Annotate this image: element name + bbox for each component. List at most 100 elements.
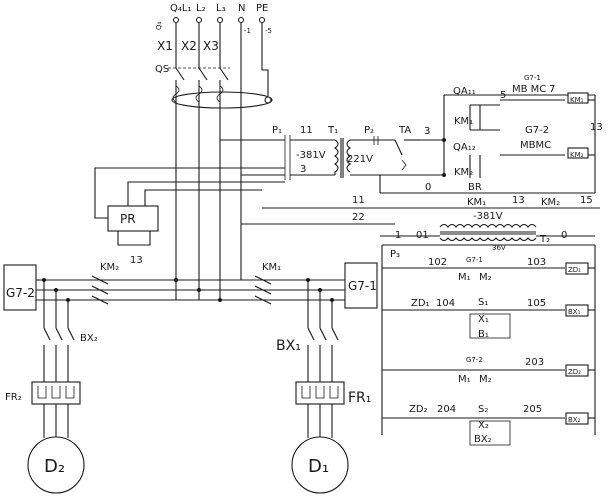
terminal-pe <box>258 16 266 24</box>
coil-km2 <box>567 147 589 159</box>
coil-ladder: QA₁₁ KM₁ 5 G7-1 MB MC 7 KM₁ QA₁₂ KM₂ G7-… <box>443 74 603 190</box>
label-interlock-km2: KM₂ <box>541 197 560 208</box>
r3-lamp: ZD₂ <box>568 368 581 376</box>
r2-aux-box <box>469 313 511 339</box>
label-w11: 11 <box>300 125 313 136</box>
r2-x: X₁ <box>478 314 489 325</box>
motor-d1 <box>291 436 349 494</box>
r2-lamp: BX₁ <box>568 308 581 316</box>
coil-km1 <box>567 92 589 104</box>
label-w0: 0 <box>425 182 431 193</box>
motor-d2 <box>27 436 85 494</box>
interlock-lines: 11 KM₁ 13 KM₂ 15 22 <box>241 195 600 225</box>
r1-g: G7-1 <box>466 256 483 264</box>
label-br: BR <box>468 182 482 193</box>
terminal-n <box>237 16 245 24</box>
label-t1: T₁ <box>327 125 338 136</box>
label-381v: -381V <box>296 150 326 161</box>
label-l3: L₃ <box>216 3 226 14</box>
label-qn: Q₄ <box>155 21 163 30</box>
r4-b: BX₂ <box>474 434 492 445</box>
label-qa-bot: QA₁₂ <box>453 142 476 153</box>
coil-km2-label: KM₂ <box>570 151 584 159</box>
cable-gland <box>171 91 273 109</box>
r4-out: 205 <box>523 404 542 415</box>
label-mbmc2: MBMC <box>520 140 551 151</box>
label-n: N <box>238 3 245 14</box>
relay-pr-label: PR <box>120 212 136 226</box>
r2-in: 104 <box>436 298 455 309</box>
label-ta-3: 3 <box>424 126 430 137</box>
main-bus: KM₂ KM₁ <box>36 262 345 305</box>
r1-out: 103 <box>527 257 546 268</box>
r2-out: 105 <box>527 298 546 309</box>
cabinet-g71-label: G7-1 <box>348 279 377 293</box>
motor-branch-d2: BX₂ FR₂ D₂ <box>5 280 98 494</box>
supply-terminals: Q₄L₁ L₂ L₃ N PE Q₄ -1 -5 <box>155 3 272 35</box>
label-t2: T₂ <box>539 234 550 245</box>
label-km1-hold: KM₁ <box>454 116 473 127</box>
r3-g: G7-2 <box>466 356 483 364</box>
label-pe-minus: -5 <box>265 27 272 35</box>
label-g72: G7-2 <box>525 125 549 136</box>
label-p2: P₂ <box>364 125 374 136</box>
bus-km1-label: KM₁ <box>262 262 281 273</box>
transformer-t2: -381V 36V 1 01 T₂ 0 <box>380 211 595 252</box>
label-l2: L₂ <box>196 3 206 14</box>
terminal-block-x3: X3 <box>203 39 219 53</box>
switch-qs-label: QS <box>155 64 169 75</box>
label-interlock-22: 22 <box>352 212 365 223</box>
bus-km2-label: KM₂ <box>100 262 119 273</box>
r1-m2: M₂ <box>479 272 492 283</box>
label-w13-right: 13 <box>590 122 603 133</box>
r2-b: B₁ <box>478 329 489 340</box>
label-pe: PE <box>256 3 268 14</box>
r2-zd: ZD₁ <box>411 298 430 309</box>
label-w7: 7 <box>549 84 555 95</box>
overload-fr2 <box>31 381 81 405</box>
label-interlock-11: 11 <box>352 195 365 206</box>
motor-branch-d1: BX₁ FR₁ D₁ <box>276 280 371 494</box>
r3-m1: M₁ <box>458 374 471 385</box>
label-w3: 3 <box>300 164 306 175</box>
control-circuit: P₁ 11 -381V 3 T₁ 221V P₂ TA 3 <box>220 125 444 180</box>
label-w5: 5 <box>500 90 506 101</box>
cabinet-g72-label: G7-2 <box>6 286 35 300</box>
pr-wire-13: 13 <box>130 255 143 266</box>
r4-zd: ZD₂ <box>409 404 428 415</box>
label-n-minus: -1 <box>244 27 251 35</box>
motor-d1-label: D₁ <box>308 456 329 477</box>
label-interlock-km1: KM₁ <box>467 197 486 208</box>
r1-in: 102 <box>428 257 447 268</box>
motor-d2-label: D₂ <box>44 456 65 477</box>
r4-in: 204 <box>437 404 456 415</box>
signal-ladder: P₃ 102 G7-1 M₁ M₂ 103 ZD₁ ZD₁ 104 S₁ X₁ … <box>381 244 596 446</box>
fr1-label: FR₁ <box>348 390 371 406</box>
label-interlock-15: 15 <box>580 195 593 206</box>
r1-m1: M₁ <box>458 272 471 283</box>
label-km2-hold: KM₂ <box>454 167 473 178</box>
coil-km1-label: KM₁ <box>570 96 584 104</box>
r3-m2: M₂ <box>479 374 492 385</box>
cabinet-g72 <box>3 264 37 311</box>
supply-lines <box>168 23 272 300</box>
label-p3: P₃ <box>390 249 400 260</box>
r1-lamp: ZD₁ <box>568 266 581 274</box>
r2-s: S₁ <box>478 297 488 308</box>
cabinet-g71 <box>344 262 378 309</box>
r4-x: X₂ <box>478 420 489 431</box>
label-221v: 221V <box>347 154 373 165</box>
r4-aux-box <box>469 420 511 446</box>
label-interlock-13: 13 <box>512 195 525 206</box>
terminal-l3 <box>216 16 224 24</box>
fuse-bx2-label: BX₂ <box>80 333 98 344</box>
overload-fr1 <box>295 381 345 405</box>
terminal-block-x1: X1 <box>157 39 173 53</box>
terminal-l1 <box>172 16 180 24</box>
pr-relay: PR 13 <box>94 167 285 266</box>
label-p1: P₁ <box>272 125 282 136</box>
junction-dots <box>42 138 446 302</box>
r3-out: 203 <box>525 357 544 368</box>
